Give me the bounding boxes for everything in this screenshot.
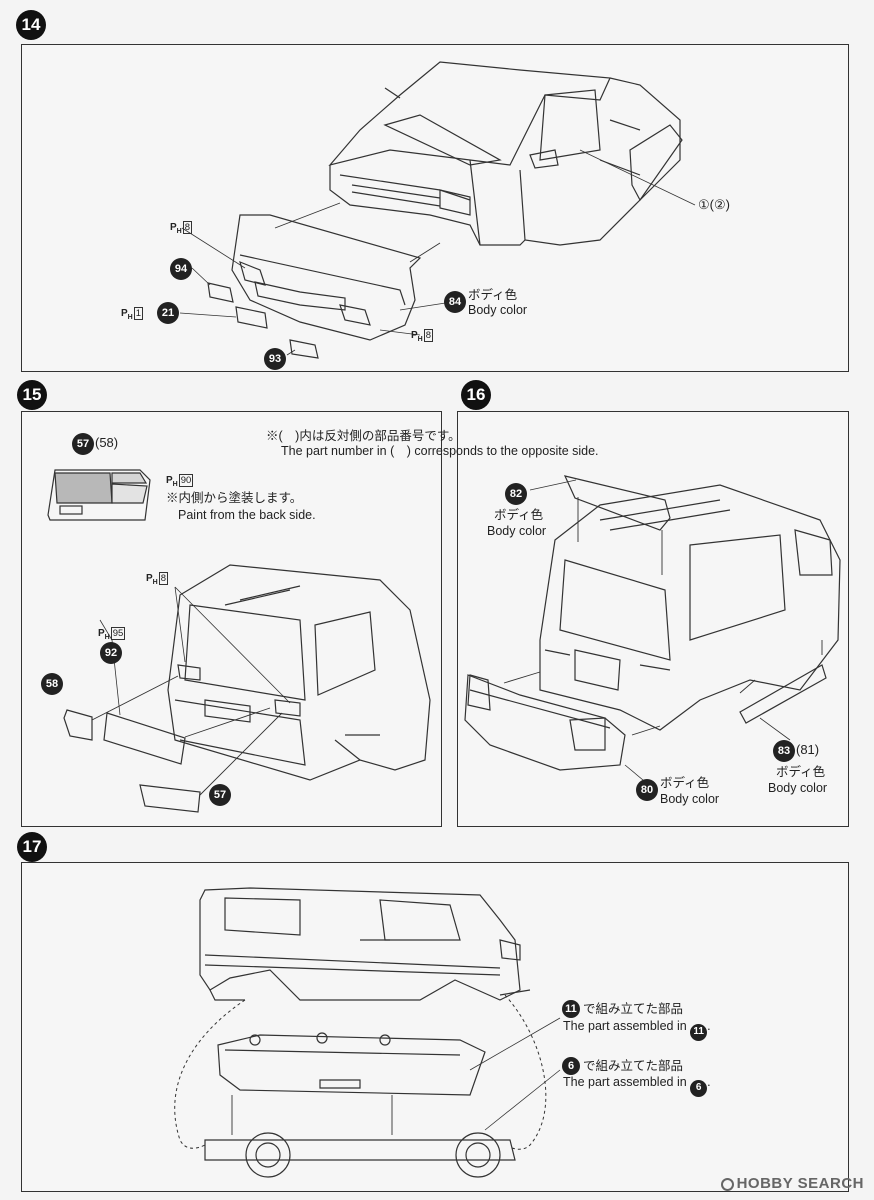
part-81-paren: (81) [796,742,820,757]
part-84-callout: 84 [444,291,466,313]
part-57-glass-callout: 57 [72,433,94,455]
step14-front-bumper [179,149,696,359]
step17-interior-tub [217,1032,486,1096]
part-80-color-en: Body color [660,792,720,806]
part-57-callout: 57 [209,784,231,806]
step16-spoiler [563,475,671,575]
part-94-callout: 94 [170,258,192,280]
part-80-callout: 80 [636,779,658,801]
step-11-inline-badge: 11 [690,1023,708,1041]
ph-number: 95 [110,627,126,640]
ph-number: 1 [133,307,144,320]
step-11-ref-badge: 11 [562,1000,580,1018]
step16-bumper-and-skirt [464,479,827,791]
step-11-ref-en: The part assembled in 11. [563,1018,711,1041]
ph-number: 8 [158,572,169,585]
step-6-ref-en: The part assembled in 6. [563,1074,711,1097]
part-83-color-en: Body color [768,781,828,795]
part-93-callout: 93 [264,348,286,370]
part-82-callout: 82 [505,483,527,505]
step-16-badge: 16 [461,380,491,410]
step-11-ref-text: The part assembled in [563,1019,687,1033]
ph-number: 90 [178,474,194,487]
step-17-badge: 17 [17,832,47,862]
step16-van-rear [539,484,841,731]
part-21-callout: 21 [157,302,179,324]
part-58-glass-paren: (58) [95,435,119,450]
part-83-color-jp: ボディ色 [776,765,826,779]
step-15-badge: 15 [17,380,47,410]
step15-rear-glass [47,469,151,521]
part-84-color-en: Body color [468,303,528,317]
body-panels-part-label: ①(②) [698,197,730,212]
hobby-search-watermark: HOBBY SEARCH [720,1175,864,1192]
step14-van-body [328,61,683,246]
step17-van-body [199,887,531,1001]
paint-back-note-en: Paint from the back side. [178,508,316,522]
step-6-ref-text: The part assembled in [563,1075,687,1089]
step-14-badge: 14 [16,10,46,40]
part-58-callout: 58 [41,673,63,695]
step-6-inline-badge: 6 [690,1079,708,1097]
part-84-color-jp: ボディ色 [468,288,518,302]
step-6-ref-badge: 6 [562,1057,580,1075]
step-6-ref-jp: で組み立てた部品 [583,1059,684,1073]
step17-chassis [204,1095,516,1178]
part-92-callout: 92 [100,642,122,664]
part-82-color-en: Body color [487,524,547,538]
step15-parts [63,586,291,813]
part-82-color-jp: ボディ色 [494,508,544,522]
step17-leaders [469,1017,561,1131]
step-17-panel [21,862,849,1192]
watermark-text: HOBBY SEARCH [736,1175,864,1192]
opposite-side-note-jp: ※( )内は反対側の部品番号です。 [266,429,461,443]
part-80-color-jp: ボディ色 [660,776,710,790]
step15-van-rear [167,564,431,781]
part-83-callout: 83 [773,740,795,762]
ph-number: 8 [182,221,193,234]
step17-dashed-guides [174,994,547,1150]
opposite-side-note-en: The part number in ( ) corresponds to th… [281,444,599,458]
ph-number: 8 [423,329,434,342]
paint-back-note-jp: ※内側から塗装します。 [166,491,303,505]
logo-ring-icon [720,1178,734,1191]
step-11-ref-jp: で組み立てた部品 [583,1002,684,1016]
